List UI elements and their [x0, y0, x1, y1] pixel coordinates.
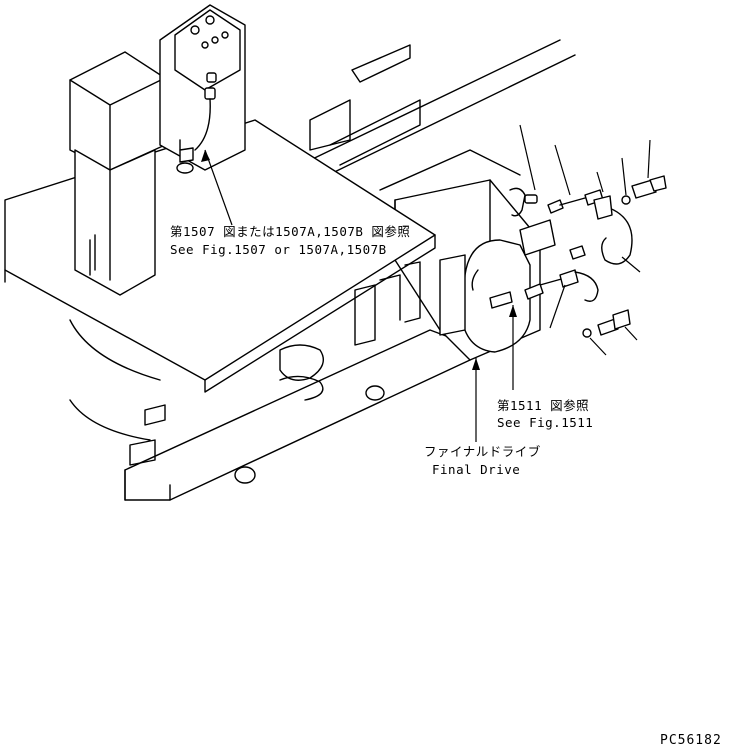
- main-ref-label-jp: 第1507 図または1507A,1507B 図参照: [170, 224, 411, 239]
- main-ref-label-en: See Fig.1507 or 1507A,1507B: [170, 242, 387, 257]
- leader-lines: [204, 124, 651, 442]
- console-sensor-harness: [176, 72, 217, 174]
- arrowheads: [201, 150, 517, 370]
- final-drive-label-en: Final Drive: [432, 462, 521, 477]
- drive-ref-label-jp: 第1511 図参照: [497, 398, 590, 413]
- drive-ref-label-en: See Fig.1511: [497, 415, 594, 430]
- exploded-hose-parts: [509, 175, 667, 338]
- final-drive-housing: [354, 179, 556, 361]
- seat-block: [69, 51, 166, 296]
- control-console: [159, 4, 246, 171]
- track-frame: [69, 319, 471, 501]
- frame-beams: [299, 39, 576, 191]
- final-drive-label-jp: ファイナルドライブ: [424, 444, 541, 459]
- drawing-code: PC56182: [660, 733, 722, 748]
